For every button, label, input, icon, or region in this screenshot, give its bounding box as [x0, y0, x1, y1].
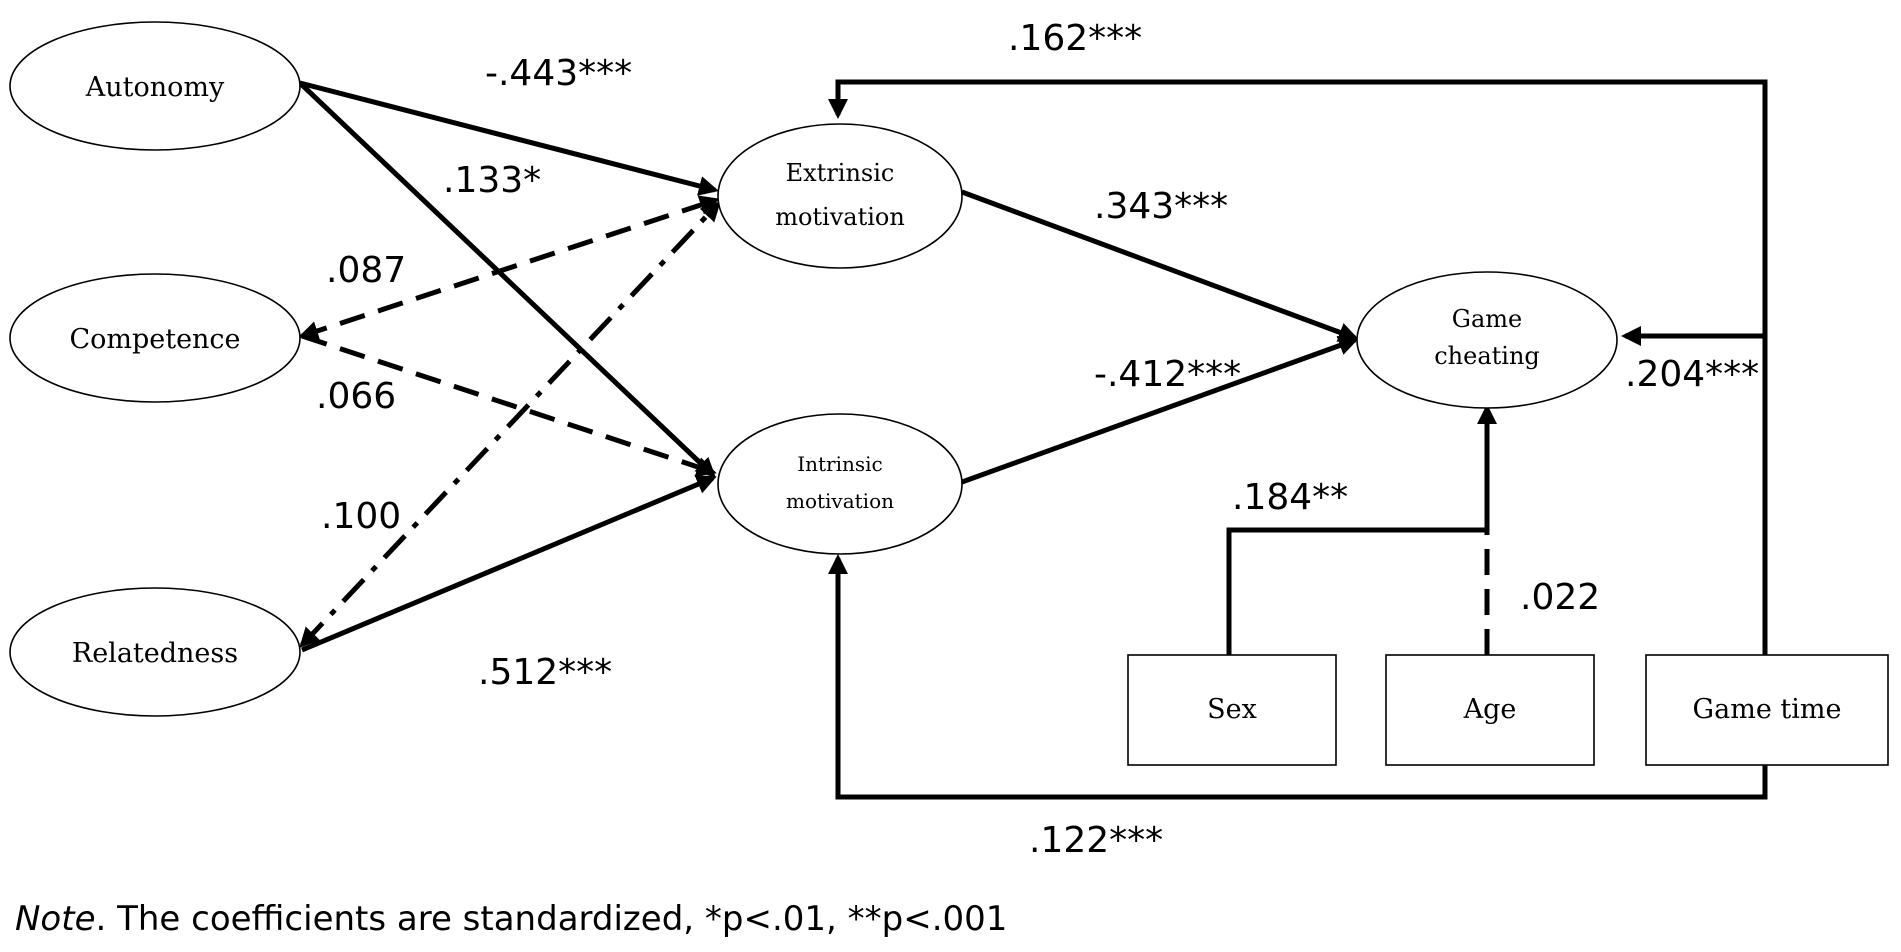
- node-competence: Competence: [9, 273, 301, 403]
- edge-intrinsic-cheating: [961, 336, 1359, 485]
- coef-extrinsic-cheating: .343***: [1094, 186, 1228, 227]
- coef-gametime-cheating: .204***: [1625, 354, 1759, 395]
- node-intrinsic-label-line2: motivation: [786, 489, 894, 513]
- coef-relatedness-intrinsic: .512***: [478, 652, 612, 693]
- node-game-cheating: Game cheating: [1356, 271, 1618, 409]
- coef-competence-extrinsic: .087: [326, 250, 406, 291]
- edge-sex-cheating: [1226, 404, 1497, 655]
- coef-sex-cheating: .184**: [1232, 477, 1348, 518]
- edge-extrinsic-cheating: [961, 189, 1359, 342]
- node-cheating-label-line2: cheating: [1434, 342, 1540, 370]
- node-cheating-label-line1: Game: [1452, 305, 1522, 333]
- node-age-label: Age: [1463, 694, 1517, 725]
- coef-competence-intrinsic: .066: [316, 376, 396, 417]
- footnote-text: . The coefficients are standardized, *p<…: [95, 899, 1007, 939]
- node-autonomy: Autonomy: [9, 21, 301, 151]
- edge-relatedness-extrinsic: [299, 201, 721, 648]
- node-relatedness-label: Relatedness: [72, 638, 238, 669]
- edge-relatedness-intrinsic: [301, 474, 717, 653]
- node-autonomy-label: Autonomy: [85, 72, 225, 103]
- node-extrinsic-label-line2: motivation: [775, 203, 905, 231]
- footnote: Note. The coefficients are standardized,…: [15, 899, 1007, 939]
- coef-gametime-intrinsic: .122***: [1029, 820, 1163, 861]
- coef-intrinsic-cheating: -.412***: [1094, 354, 1241, 395]
- node-sex-label: Sex: [1207, 694, 1257, 725]
- node-gametime-label: Game time: [1693, 694, 1842, 725]
- edge-gametime-intrinsic: [828, 554, 1768, 800]
- coef-gametime-extrinsic: .162***: [1008, 18, 1142, 59]
- node-relatedness: Relatedness: [9, 587, 301, 717]
- node-game-time: Game time: [1645, 654, 1889, 766]
- edge-autonomy-extrinsic: [299, 80, 719, 196]
- coef-autonomy-intrinsic: .133*: [443, 160, 541, 201]
- node-extrinsic-label-line1: Extrinsic: [786, 159, 895, 187]
- node-intrinsic-label-line1: Intrinsic: [797, 452, 883, 476]
- coef-age-cheating: .022: [1520, 577, 1600, 618]
- coef-relatedness-extrinsic: .100: [321, 496, 401, 537]
- node-competence-label: Competence: [69, 324, 240, 355]
- node-extrinsic-motivation: Extrinsic motivation: [717, 123, 963, 269]
- node-sex: Sex: [1127, 654, 1337, 766]
- edge-gametime-extrinsic: [828, 79, 1768, 655]
- coef-autonomy-extrinsic: -.443***: [485, 53, 632, 94]
- node-intrinsic-motivation: Intrinsic motivation: [717, 413, 963, 555]
- node-age: Age: [1385, 654, 1595, 766]
- footnote-label: Note: [15, 899, 95, 939]
